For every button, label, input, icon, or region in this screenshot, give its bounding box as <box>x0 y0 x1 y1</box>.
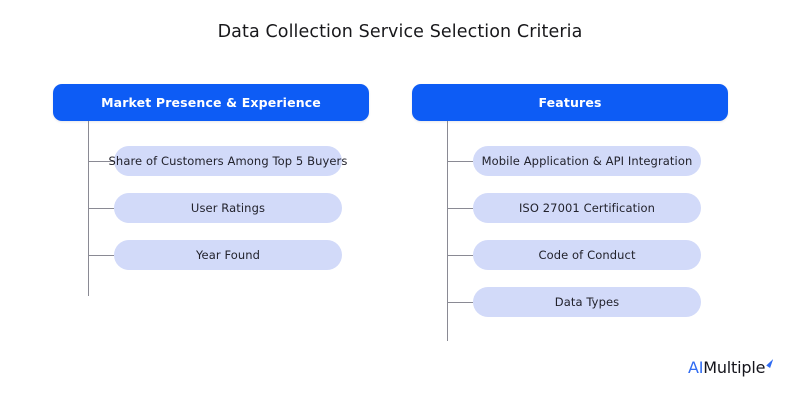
branch-items-right: Mobile Application & API Integration ISO… <box>412 146 728 317</box>
brand-logo-suffix: Multiple <box>703 358 766 377</box>
list-item: Code of Conduct <box>412 240 728 270</box>
criteria-pill-user-ratings[interactable]: User Ratings <box>114 193 342 223</box>
criteria-pill-year-found[interactable]: Year Found <box>114 240 342 270</box>
criteria-pill-data-types[interactable]: Data Types <box>473 287 701 317</box>
connector-stub <box>88 255 114 256</box>
branch-items-left: Share of Customers Among Top 5 Buyers Us… <box>53 146 369 270</box>
connector-trunk-right <box>447 121 448 341</box>
connector-stub <box>447 302 473 303</box>
brand-logo[interactable]: AI Multiple <box>688 358 774 378</box>
connector-stub <box>88 161 114 162</box>
list-item: ISO 27001 Certification <box>412 193 728 223</box>
page-title: Data Collection Service Selection Criter… <box>217 22 583 42</box>
criteria-pill-code-of-conduct[interactable]: Code of Conduct <box>473 240 701 270</box>
list-item: User Ratings <box>53 193 369 223</box>
connector-stub <box>447 161 473 162</box>
list-item: Data Types <box>412 287 728 317</box>
connector-stub <box>447 208 473 209</box>
branch-features: Features Mobile Application & API Integr… <box>412 84 728 341</box>
branch-market-presence-experience: Market Presence & Experience Share of Cu… <box>53 84 369 296</box>
criteria-pill-iso-27001-certification[interactable]: ISO 27001 Certification <box>473 193 701 223</box>
connector-stub <box>88 208 114 209</box>
criteria-pill-share-of-customers[interactable]: Share of Customers Among Top 5 Buyers <box>109 146 347 176</box>
list-item: Mobile Application & API Integration <box>412 146 728 176</box>
connector-stub <box>447 255 473 256</box>
list-item: Year Found <box>53 240 369 270</box>
branch-header-market-presence-experience[interactable]: Market Presence & Experience <box>53 84 369 121</box>
brand-logo-prefix: AI <box>688 358 704 377</box>
branch-header-features[interactable]: Features <box>412 84 728 121</box>
list-item: Share of Customers Among Top 5 Buyers <box>53 146 369 176</box>
criteria-pill-mobile-application-api-integration[interactable]: Mobile Application & API Integration <box>473 146 701 176</box>
tick-mark-icon <box>766 359 774 368</box>
